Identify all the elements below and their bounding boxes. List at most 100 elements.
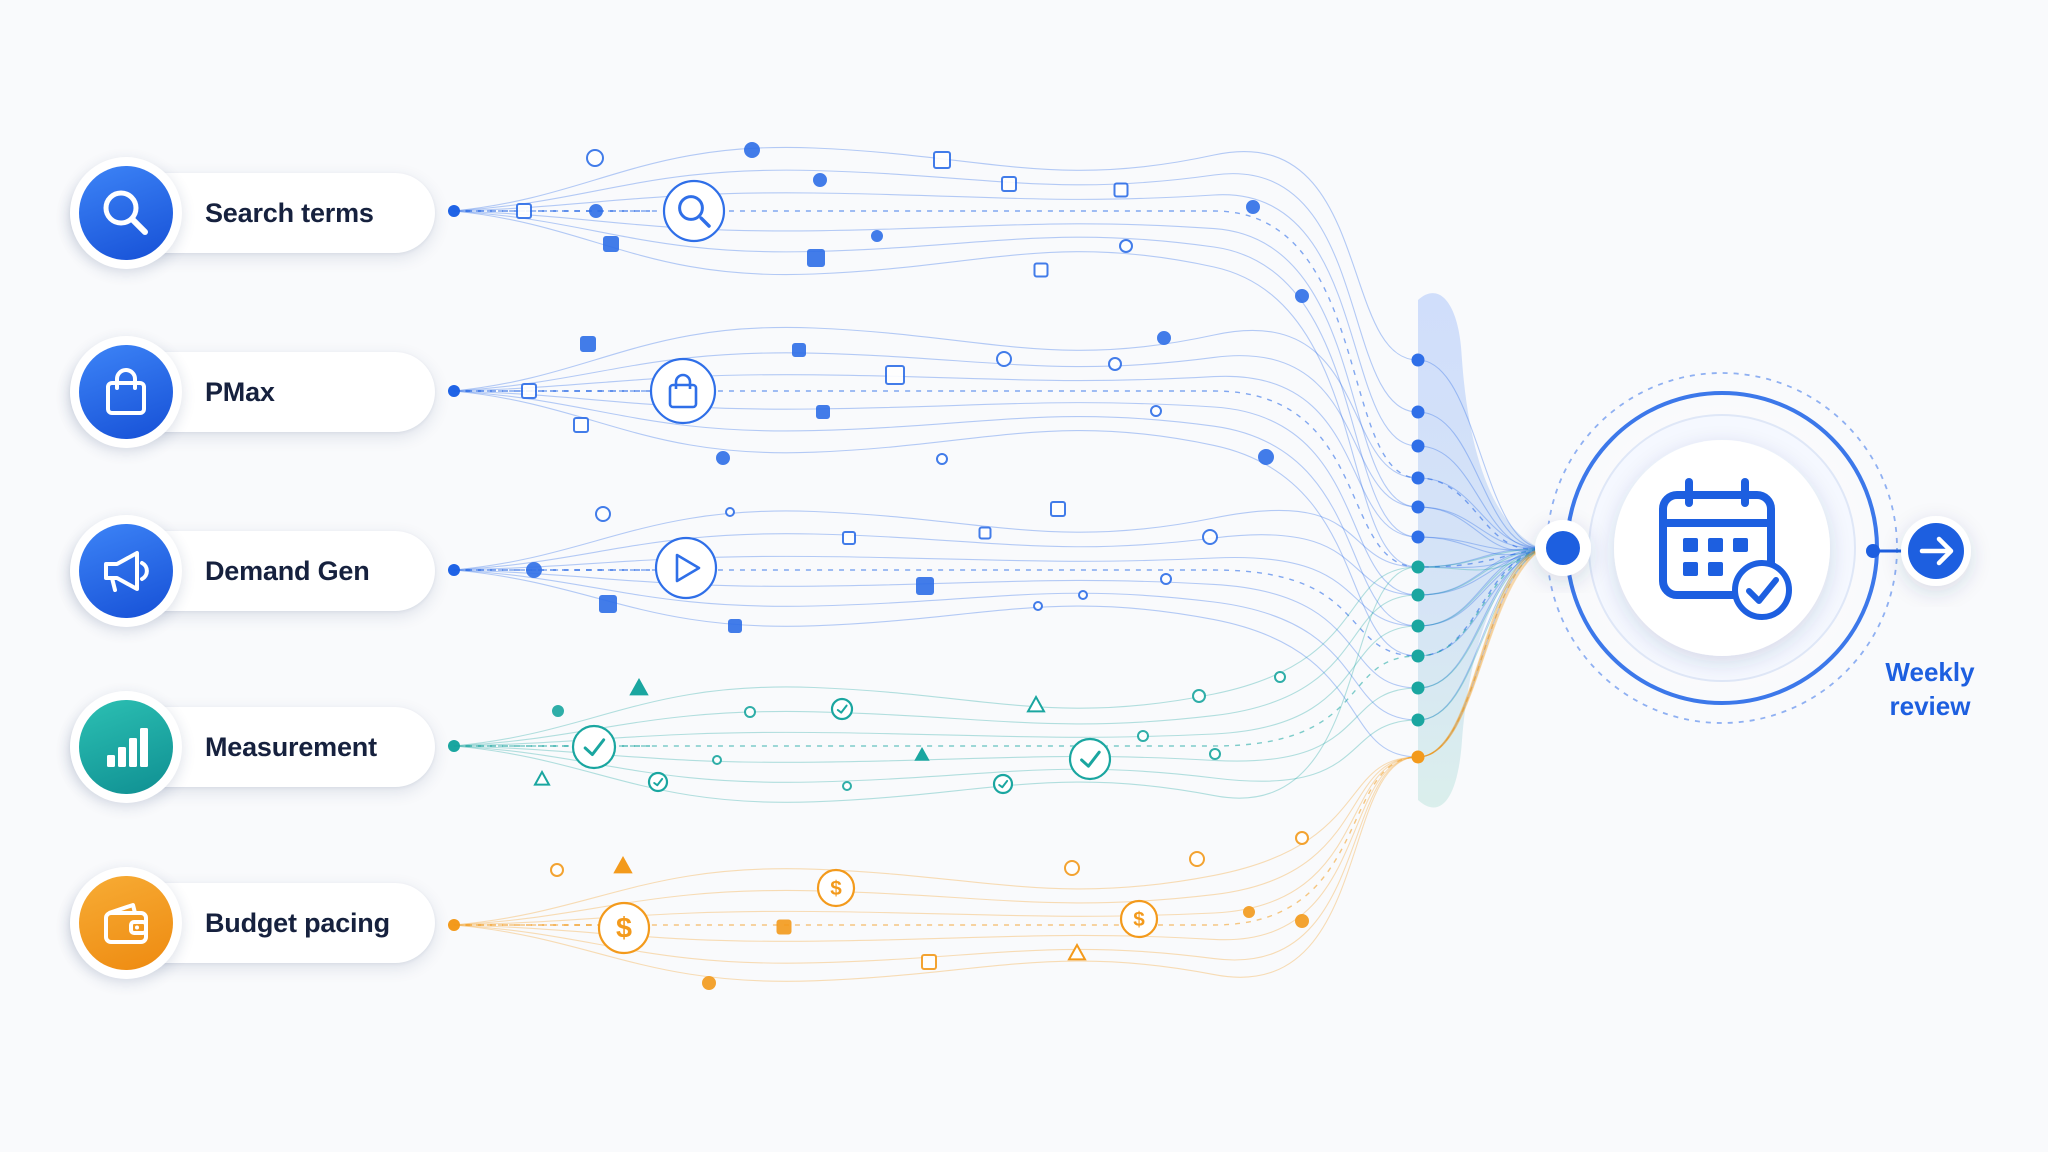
collector-dot xyxy=(1411,649,1425,663)
flow-line xyxy=(453,326,1544,549)
check-mark xyxy=(998,779,1009,789)
dot-marker xyxy=(586,149,604,167)
dot-marker xyxy=(1033,601,1043,611)
flow-line xyxy=(453,547,1544,758)
icon-ring xyxy=(571,724,617,770)
square-marker xyxy=(1113,182,1129,198)
square-marker xyxy=(580,336,596,352)
square-marker xyxy=(728,619,742,633)
weekly-review-label-line-2: review xyxy=(1889,691,1971,721)
square-marker xyxy=(807,249,825,267)
flow-line xyxy=(453,390,1544,657)
flow-line xyxy=(453,547,1544,747)
dot-marker xyxy=(1078,590,1088,600)
wallet-icon xyxy=(79,876,173,970)
square-marker xyxy=(599,595,617,613)
outer-dashed-ring xyxy=(1546,372,1898,724)
dot-marker xyxy=(702,976,716,990)
source-label: Search terms xyxy=(205,198,374,228)
icon-ring xyxy=(647,771,669,793)
dot-marker xyxy=(1258,449,1274,465)
flow-line xyxy=(453,547,1544,783)
calendar-day xyxy=(1683,562,1698,576)
check-badge xyxy=(1732,560,1792,620)
collector-dot xyxy=(1411,439,1425,453)
flow-line xyxy=(453,146,1544,549)
dollar-glyph: $ xyxy=(830,877,842,900)
flow-line xyxy=(453,547,1544,721)
source-label: Measurement xyxy=(205,732,377,762)
dollar-glyph: $ xyxy=(616,913,632,945)
dot-marker xyxy=(1064,860,1080,876)
arrow-right-icon xyxy=(1919,536,1954,566)
calendar-day xyxy=(1683,538,1698,552)
dot-marker xyxy=(1246,200,1260,214)
icon-ring xyxy=(830,697,854,721)
square-marker xyxy=(921,954,937,970)
dot-marker xyxy=(1295,831,1309,845)
dot-marker xyxy=(1192,689,1206,703)
dot-marker xyxy=(1243,906,1255,918)
collector-dot xyxy=(1411,619,1425,633)
calendar-check-icon xyxy=(1659,478,1792,620)
calendar-frame xyxy=(1659,491,1775,599)
triangle-marker xyxy=(629,677,649,696)
megaphone-icon xyxy=(79,524,173,618)
triangle-marker xyxy=(533,769,551,786)
collector-dot xyxy=(1411,471,1425,485)
icon-ring xyxy=(654,536,718,600)
shopping-bag-icon xyxy=(79,345,173,439)
dot-marker xyxy=(1150,405,1162,417)
square-marker xyxy=(1001,176,1017,192)
check-mark xyxy=(836,704,848,714)
dot-marker xyxy=(1108,357,1122,371)
search-icon xyxy=(79,166,173,260)
calendar-day xyxy=(1708,538,1723,552)
play-triangle xyxy=(675,553,701,583)
dot-marker xyxy=(552,705,564,717)
bag-body xyxy=(668,383,698,409)
flow-line xyxy=(453,547,1544,926)
flow-line xyxy=(453,390,1544,627)
source-pill-measurement: Measurement xyxy=(70,691,435,803)
flow-line xyxy=(453,547,1544,689)
bar-chart-icon xyxy=(79,700,173,794)
check-icon xyxy=(1068,737,1112,781)
dot-marker xyxy=(744,142,760,158)
square-marker xyxy=(916,577,934,595)
square-marker xyxy=(842,531,856,545)
source-pill-budget-pacing: Budget pacing xyxy=(70,867,435,979)
arrow-head xyxy=(1936,536,1954,566)
dot-marker xyxy=(595,506,611,522)
flow-line xyxy=(453,533,1544,596)
dot-marker xyxy=(842,781,852,791)
flow-line xyxy=(453,169,1544,549)
flow-line xyxy=(453,547,1544,926)
source-pill-search-terms: Search terms xyxy=(70,157,435,269)
square-marker xyxy=(573,417,589,433)
check-icon xyxy=(647,771,669,793)
flow-line xyxy=(453,547,1544,942)
flow-line xyxy=(454,547,1544,657)
weekly-review-label: Weekly review xyxy=(1860,655,2000,723)
dot-marker xyxy=(813,173,827,187)
square-marker xyxy=(885,365,905,385)
flow-line xyxy=(453,547,1544,926)
collector-dot xyxy=(1411,530,1425,544)
icon-ring xyxy=(1068,737,1112,781)
icon-ring xyxy=(816,868,856,908)
check-icon xyxy=(992,773,1014,795)
dot-marker xyxy=(712,755,722,765)
check-mark xyxy=(583,738,606,757)
icon-ring xyxy=(597,901,651,955)
dot-marker xyxy=(589,204,603,218)
dot-marker xyxy=(1295,289,1309,303)
square-marker xyxy=(776,919,792,935)
square-marker xyxy=(521,383,537,399)
collector-dot xyxy=(1411,681,1425,695)
collector-dot xyxy=(1411,405,1425,419)
square-marker xyxy=(1033,262,1049,278)
square-marker xyxy=(1050,501,1066,517)
dollar-icon: $ xyxy=(816,868,856,908)
